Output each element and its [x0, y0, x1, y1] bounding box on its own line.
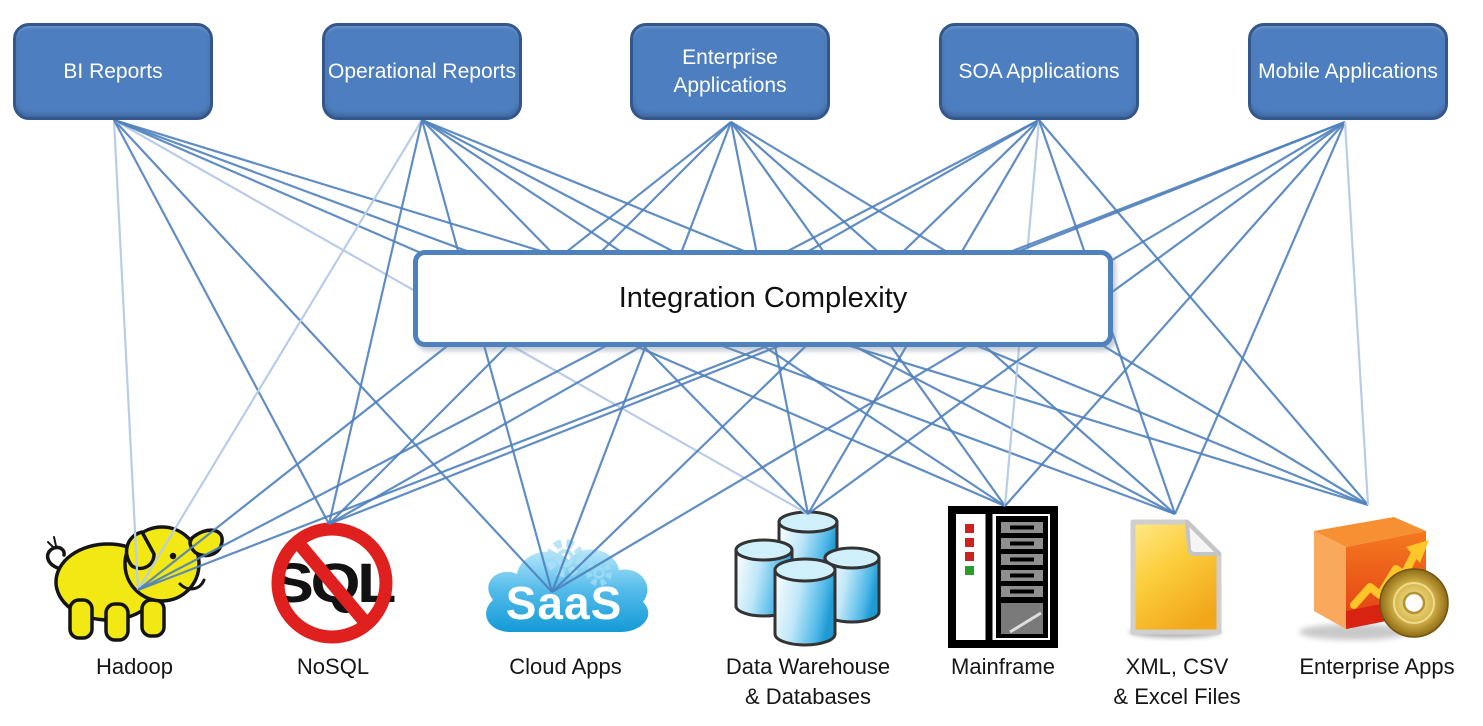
top-box-label: BI Reports [63, 59, 163, 83]
item-label-data-warehouse-line1: Data Warehouse [725, 654, 891, 679]
bottom-item-hadoop: Hadoop [42, 510, 227, 710]
top-box-soa-applications: SOA Applications [939, 23, 1139, 120]
mainframe-server-icon [948, 506, 1058, 648]
top-box-label: Operational Reports [328, 59, 516, 83]
top-box-label: Mobile Applications [1258, 59, 1438, 83]
connection-line [550, 121, 733, 593]
bottom-item-enterprise-apps: Enterprise Apps [1292, 505, 1462, 715]
bottom-item-mainframe: Mainframe [948, 506, 1058, 716]
hadoop-elephant-icon [45, 525, 224, 642]
saas-cloud-icon: SaaS [486, 539, 649, 632]
item-label-cloud-apps: Cloud Apps [509, 654, 622, 679]
bottom-item-files: XML, CSV & Excel Files [1113, 516, 1241, 726]
item-label-hadoop: Hadoop [95, 654, 174, 679]
bottom-item-cloud-apps: SaaS Cloud Apps [473, 532, 658, 726]
top-box-enterprise-applications: Enterprise Applications [630, 23, 830, 120]
integration-complexity-box: Integration Complexity [413, 250, 1113, 347]
item-label-enterprise-apps: Enterprise Apps [1299, 654, 1455, 679]
item-label-files-line1: XML, CSV [1125, 654, 1229, 679]
connection-line [420, 119, 554, 593]
connection-line [1173, 121, 1347, 515]
bottom-item-data-warehouse: Data Warehouse & Databases [726, 510, 890, 720]
top-box-label: Enterprise Applications [673, 46, 787, 97]
connection-line [327, 119, 424, 525]
top-box-label: SOA Applications [958, 59, 1120, 83]
folded-corner [1185, 520, 1221, 556]
database-cylinders-icon [734, 510, 881, 647]
software-box-cd-icon [1299, 517, 1449, 640]
item-label-files-line2: & Excel Files [1113, 683, 1241, 709]
integration-complexity-label: Integration Complexity [618, 282, 908, 314]
document-file-icon [1129, 519, 1222, 638]
top-box-operational-reports: Operational Reports [322, 23, 522, 120]
cd-disc-icon [1379, 568, 1449, 638]
top-box-mobile-applications: Mobile Applications [1248, 23, 1448, 120]
bottom-item-nosql: SQL NoSQL [268, 520, 398, 720]
no-sql-prohibition-icon: SQL [271, 522, 398, 644]
connection-line [1343, 121, 1370, 506]
connection-line [113, 119, 330, 525]
item-label-nosql: NoSQL [296, 654, 370, 679]
item-label-mainframe: Mainframe [951, 654, 1055, 679]
saas-text: SaaS [506, 577, 623, 629]
top-box-bi-reports: BI Reports [13, 23, 213, 120]
item-label-data-warehouse-line2: & Databases [745, 683, 871, 709]
